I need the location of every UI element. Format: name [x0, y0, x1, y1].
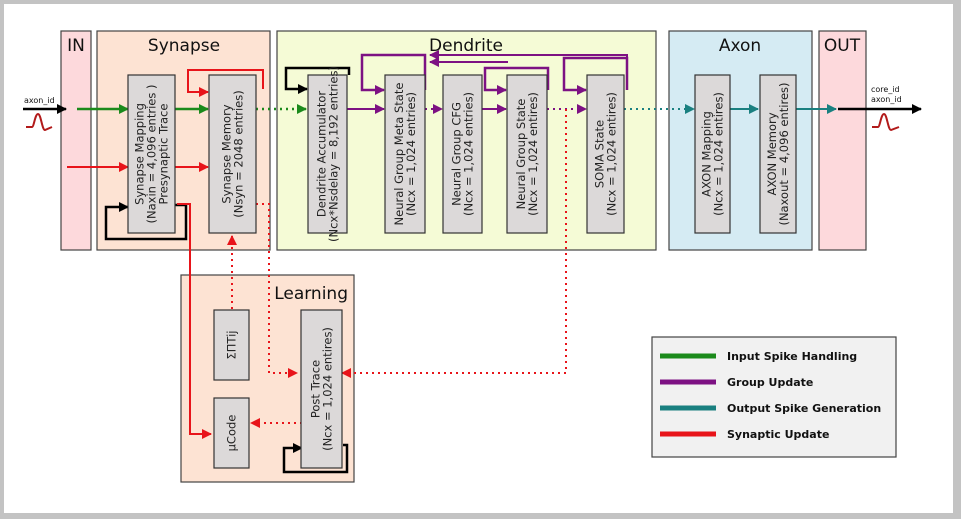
legend-item: Input Spike Handling — [660, 350, 857, 363]
box-label-line: (Ncx = 1,024 entires) — [712, 92, 726, 216]
legend-item: Output Spike Generation — [660, 402, 881, 415]
box-label-line: SOMA State — [593, 120, 607, 188]
box-sum-prod: ΣΠTij — [213, 309, 250, 381]
dendrite-wires — [284, 50, 695, 378]
legend-label: Synaptic Update — [727, 428, 829, 441]
box-dendrite-accumulator: Dendrite Accumulator(Ncx*Nsdelay = 8,192… — [307, 66, 348, 242]
output-core-id-label: core_id — [871, 85, 900, 94]
box-label-line: Neural Group State — [514, 99, 528, 210]
box-label-line: (Ncx = 1,024 entires) — [605, 92, 619, 216]
box-label-line: (Ncx = 1,024 entries) — [404, 92, 418, 216]
box-label-line: (Nsyn = 2048 entries) — [232, 90, 246, 217]
box-label-line: (Ncx = 1,024 entires) — [321, 327, 335, 451]
region-out: OUT — [818, 30, 867, 251]
region-synapse-title: Synapse — [148, 36, 220, 56]
box-label-line: Post Trace — [309, 360, 323, 418]
box-label-line: μCode — [225, 415, 239, 452]
box-label-line: (Ncx = 1,024 entries) — [462, 92, 476, 216]
box-label-line: (Naxin = 4,096 entries ) — [145, 85, 159, 224]
box-label-line: ΣΠTij — [225, 331, 239, 360]
box-label-line: (Ncx*Nsdelay = 8,192 entries) — [327, 66, 341, 242]
box-ng-cfg: Neural Group CFG(Ncx = 1,024 entries) — [442, 74, 483, 234]
box-label-line: Neural Group CFG — [450, 102, 464, 206]
region-axon-title: Axon — [719, 36, 761, 56]
input-wires: axon_id — [23, 69, 307, 439]
box-label-line: Neural Group Meta State — [392, 83, 406, 226]
box-axon-mapping: AXON Mapping(Ncx = 1,024 entires) — [694, 74, 731, 234]
region-in: IN — [60, 30, 92, 251]
box-label-line: AXON Memory — [765, 112, 779, 195]
box-ucode: μCode — [213, 397, 250, 469]
legend-label: Input Spike Handling — [727, 350, 857, 363]
box-ng-state: Neural Group State(Ncx = 1,024 entires) — [506, 74, 548, 234]
box-synapse-memory: Synapse Memory(Nsyn = 2048 entries) — [208, 74, 257, 234]
axon-wires: core_id axon_id — [730, 85, 922, 132]
box-label-line: Presynaptic Trace — [157, 104, 171, 205]
box-label-line: (Ncx = 1,024 entires) — [526, 92, 540, 216]
box-label-line: Dendrite Accumulator — [315, 91, 329, 218]
box-label-line: Synapse Memory — [220, 104, 234, 203]
box-synapse-mapping: Synapse Mapping(Naxin = 4,096 entries )P… — [127, 74, 176, 234]
legend-label: Group Update — [727, 376, 813, 389]
input-spike-wave-icon — [26, 112, 53, 132]
box-label-line: (Naxout = 4,096 entires) — [777, 82, 791, 225]
output-axon-id-label: axon_id — [871, 95, 902, 104]
region-out-title: OUT — [824, 36, 861, 56]
box-soma-state: SOMA State(Ncx = 1,024 entires) — [586, 74, 625, 234]
output-spike-wave-icon — [872, 112, 900, 132]
learning-wires — [250, 418, 349, 474]
legend-item: Synaptic Update — [660, 428, 829, 441]
legend-label: Output Spike Generation — [727, 402, 881, 415]
box-ng-meta-state: Neural Group Meta State(Ncx = 1,024 entr… — [384, 74, 426, 234]
input-axon-id-label: axon_id — [24, 96, 55, 105]
box-label-line: AXON Mapping — [700, 111, 714, 197]
box-axon-memory: AXON Memory(Naxout = 4,096 entires) — [759, 74, 797, 234]
box-post-trace: Post Trace(Ncx = 1,024 entires) — [300, 309, 343, 469]
region-learning-title: Learning — [274, 284, 348, 304]
region-in-title: IN — [67, 36, 85, 56]
region-dendrite-title: Dendrite — [429, 36, 503, 56]
legend-item: Group Update — [660, 376, 813, 389]
box-label-line: Synapse Mapping — [133, 103, 147, 205]
